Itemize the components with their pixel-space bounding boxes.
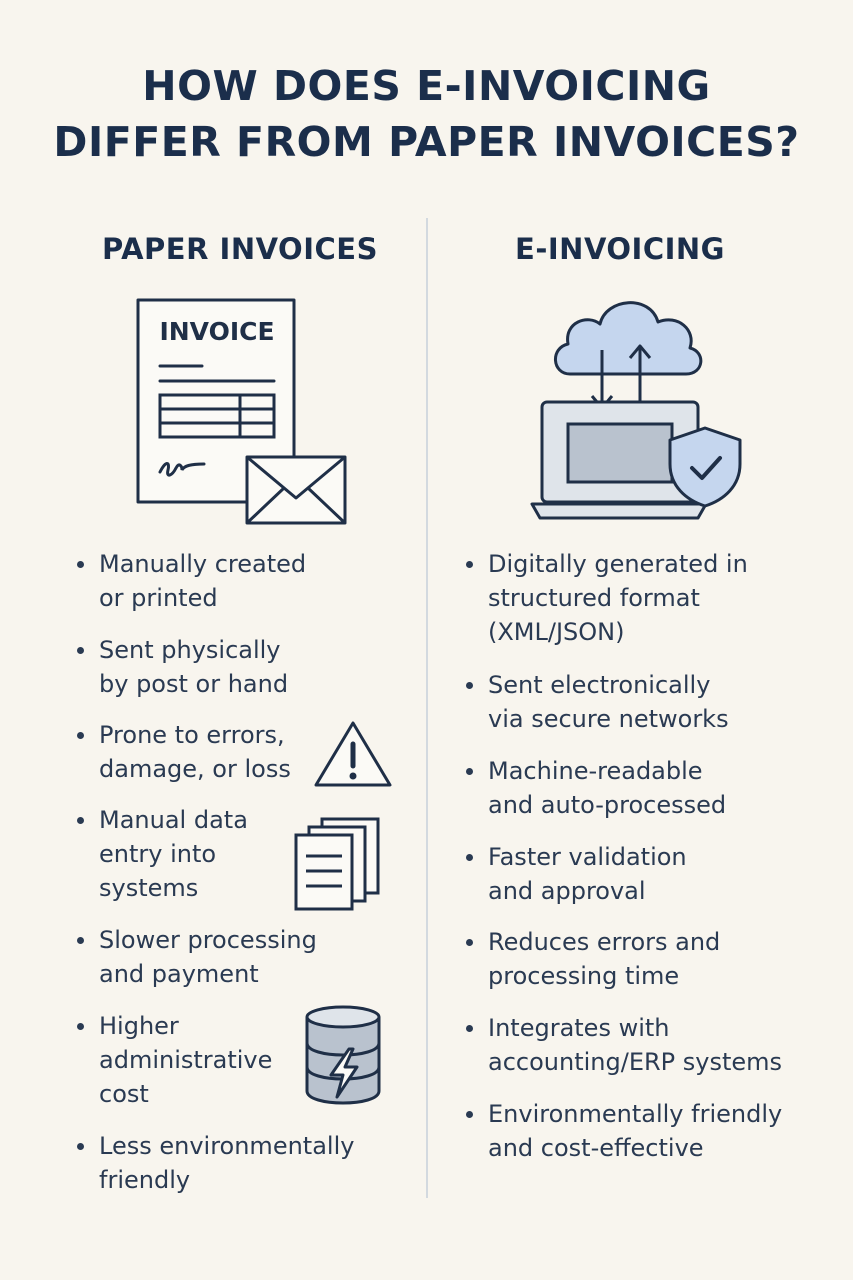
shield-check-icon xyxy=(668,426,742,508)
warning-triangle-icon xyxy=(314,721,392,787)
stacked-documents-icon xyxy=(294,817,380,911)
paper-invoices-heading: PAPER INVOICES xyxy=(102,232,378,266)
invoice-document-icon: INVOICE xyxy=(136,298,296,504)
title-line-1: HOW DOES E-INVOICING xyxy=(142,62,711,110)
cloud-icon xyxy=(554,301,703,404)
invoice-label: INVOICE xyxy=(159,317,274,346)
laptop-icon xyxy=(530,400,708,520)
database-bolt-icon xyxy=(305,1005,381,1105)
page-title: HOW DOES E-INVOICING DIFFER FROM PAPER I… xyxy=(0,58,853,170)
e-invoicing-heading: E-INVOICING xyxy=(515,232,725,266)
column-divider xyxy=(426,218,428,1198)
list-item: Prone to errors,damage, or loss xyxy=(77,718,291,786)
title-line-2: DIFFER FROM PAPER INVOICES? xyxy=(53,118,800,166)
envelope-icon xyxy=(245,455,347,525)
